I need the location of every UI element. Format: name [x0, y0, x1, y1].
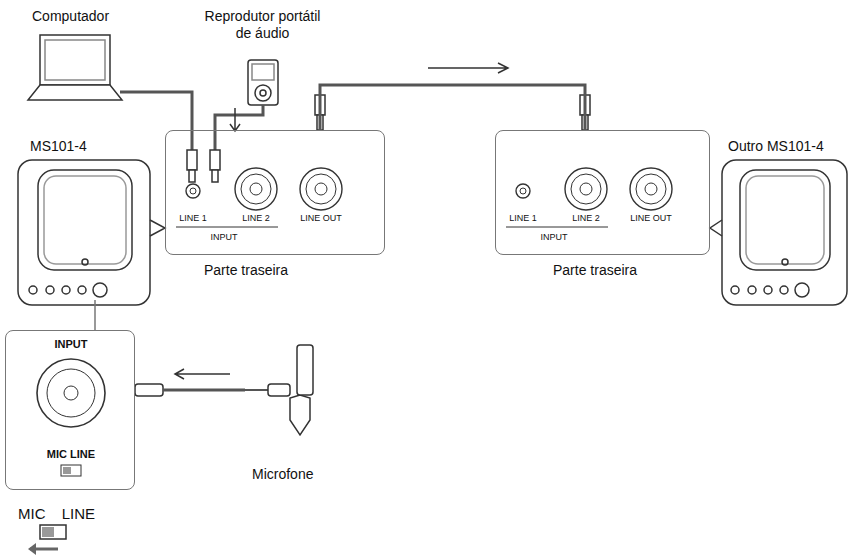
mini-jack [186, 184, 200, 198]
jack [315, 183, 327, 195]
mic-line-switch [28, 525, 66, 555]
text-label: MIC LINE [18, 505, 95, 522]
jack [235, 168, 277, 210]
jack [241, 174, 271, 204]
plugs [187, 95, 590, 182]
speaker-left [18, 160, 165, 305]
mini-jack [516, 184, 530, 198]
jack [250, 183, 262, 195]
jack [571, 174, 601, 204]
mini-jack [190, 188, 196, 194]
laptop-icon [28, 35, 192, 150]
underline [506, 227, 608, 228]
mini-jack [520, 188, 526, 194]
node-text: LINE 2 [242, 213, 270, 224]
jack [580, 183, 592, 195]
text-label: Microfone [252, 466, 313, 483]
text-label: MS101-4 [30, 138, 87, 155]
switch [61, 465, 81, 476]
jack [645, 183, 657, 195]
node-text: LINE OUT [630, 213, 672, 224]
rear-panel: LINE 1 LINE 2 LINE OUT INPUT [495, 130, 710, 255]
text-label: Outro MS101-4 [728, 138, 824, 155]
audio-player [215, 60, 278, 150]
jack [636, 174, 666, 204]
flow-arrow [428, 63, 508, 73]
microphone [135, 345, 313, 435]
jack [565, 168, 607, 210]
jack-drawing [6, 331, 136, 491]
combo-jack [64, 386, 78, 400]
node-text: LINE 2 [572, 213, 600, 224]
node-text: LINE OUT [300, 213, 342, 224]
combo-jack [37, 359, 105, 427]
node-text: INPUT [541, 232, 568, 243]
node-text: MIC LINE [47, 449, 95, 460]
jack [300, 168, 342, 210]
speaker-right [710, 160, 847, 305]
text-label: Reprodutor portátil de áudio [195, 8, 330, 42]
cable [320, 85, 585, 130]
input-callout: INPUT MIC LINE [5, 330, 135, 490]
jack-drawing [496, 131, 711, 256]
node-text: INPUT [211, 232, 238, 243]
jack [306, 174, 336, 204]
node-text: LINE 1 [179, 213, 207, 224]
text-label: Computador [32, 8, 109, 25]
switch [63, 467, 71, 474]
node-text: INPUT [55, 339, 88, 350]
combo-jack [47, 369, 95, 417]
jack-drawing [166, 131, 386, 256]
text-label: Parte traseira [553, 262, 637, 279]
node-text: LINE 1 [509, 213, 537, 224]
text-label: Parte traseira [204, 262, 288, 279]
rear-panel: LINE 1 LINE 2 LINE OUT INPUT [165, 130, 385, 255]
underline [176, 227, 278, 228]
jack [630, 168, 672, 210]
